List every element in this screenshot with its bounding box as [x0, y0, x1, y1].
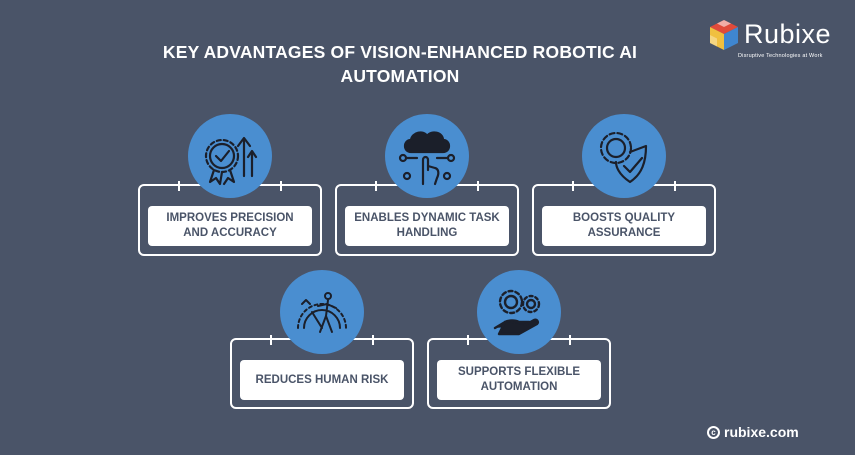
- advantage-card-precision: IMPROVES PRECISION AND ACCURACY: [138, 114, 322, 256]
- card-label: IMPROVES PRECISION AND ACCURACY: [148, 206, 312, 246]
- card-icon-circle: [188, 114, 272, 198]
- page-title: KEY ADVANTAGES OF VISION-ENHANCED ROBOTI…: [162, 42, 638, 86]
- card-label: REDUCES HUMAN RISK: [240, 360, 404, 400]
- advantage-card-flexible: SUPPORTS FLEXIBLE AUTOMATION: [427, 270, 611, 409]
- frame-tick: [477, 181, 479, 191]
- frame-tick: [467, 335, 469, 345]
- card-icon-circle: [385, 114, 469, 198]
- frame-tick: [280, 181, 282, 191]
- cube-logo-icon: [710, 20, 738, 50]
- frame-tick: [372, 335, 374, 345]
- frame-tick: [674, 181, 676, 191]
- copyright-site: rubixe.com: [724, 424, 799, 440]
- gears-hand-icon: [493, 289, 541, 336]
- rubixe-logo: Rubixe Disruptive Technologies at Work: [706, 17, 846, 65]
- frame-tick: [569, 335, 571, 345]
- frame-tick: [270, 335, 272, 345]
- cloud-hand-network-icon: [398, 131, 456, 186]
- card-icon-circle: [582, 114, 666, 198]
- card-label: SUPPORTS FLEXIBLE AUTOMATION: [437, 360, 601, 400]
- advantage-card-human-risk: REDUCES HUMAN RISK: [230, 270, 414, 409]
- gear-badge-arrows-icon: [204, 136, 258, 186]
- frame-tick: [572, 181, 574, 191]
- advantage-card-quality: BOOSTS QUALITY ASSURANCE: [532, 114, 716, 256]
- copyright-footer: c rubixe.com: [707, 424, 799, 440]
- logo-tagline: Disruptive Technologies at Work: [738, 53, 823, 59]
- frame-tick: [375, 181, 377, 191]
- card-label: BOOSTS QUALITY ASSURANCE: [542, 206, 706, 246]
- logo-wordmark: Rubixe: [744, 19, 832, 49]
- card-icon-circle: [477, 270, 561, 354]
- copyright-icon: c: [707, 425, 720, 439]
- gear-shield-check-icon: [599, 131, 648, 184]
- person-speedometer-icon: [297, 292, 347, 333]
- advantage-card-dynamic-task: ENABLES DYNAMIC TASK HANDLING: [335, 114, 519, 256]
- card-icon-circle: [280, 270, 364, 354]
- frame-tick: [178, 181, 180, 191]
- card-label: ENABLES DYNAMIC TASK HANDLING: [345, 206, 509, 246]
